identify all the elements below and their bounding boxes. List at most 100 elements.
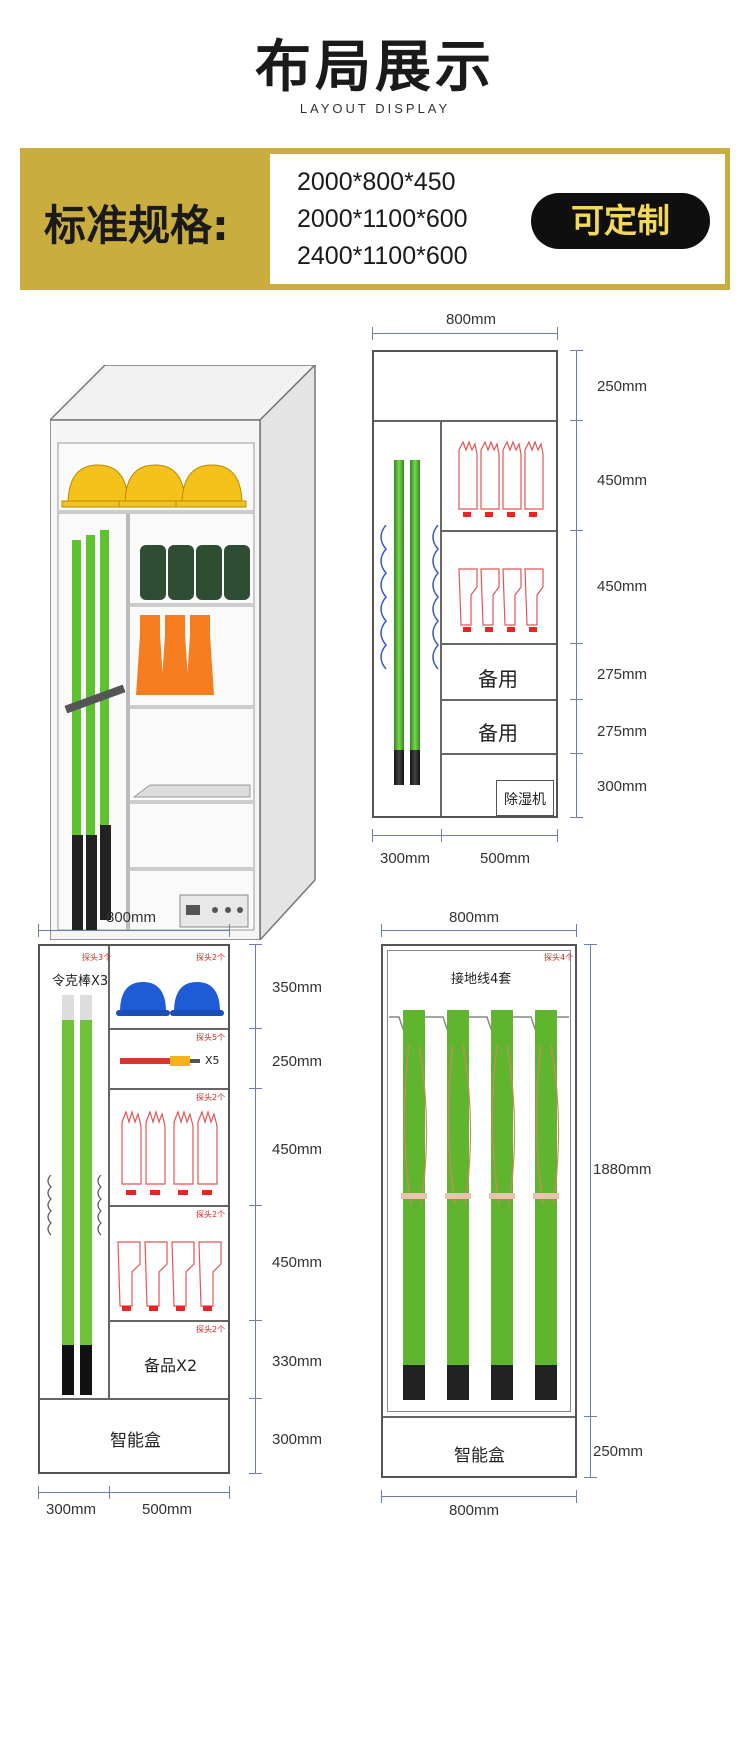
gloves-icon	[121, 1110, 218, 1195]
dimension-tick	[584, 944, 597, 945]
shelf-divider	[110, 1205, 228, 1207]
dimension-tick	[557, 327, 558, 340]
spare-cell-2: 备用	[478, 721, 518, 745]
dimension-line	[372, 333, 558, 334]
shelf-divider	[442, 699, 556, 701]
insulating-rod-handle	[62, 1345, 74, 1395]
inner-frame	[387, 950, 571, 1412]
cabinet-3d-svg	[48, 363, 317, 942]
spec-arrow	[250, 200, 270, 244]
boots-outline-icon	[458, 568, 544, 632]
rod-rack-icon	[132, 784, 251, 798]
ground-rod	[410, 460, 420, 755]
dimension-tick	[372, 327, 373, 340]
shelf-divider	[110, 1320, 228, 1322]
dimension-line	[38, 1492, 230, 1493]
height-label: 275mm	[597, 723, 648, 740]
dimension-tick	[557, 829, 558, 842]
dimension-tick	[249, 1320, 262, 1321]
dimension-tick	[249, 1473, 262, 1474]
spare-cell: 备品X2	[144, 1356, 198, 1375]
page-subtitle: LAYOUT DISPLAY	[299, 101, 451, 116]
controller-box-icon	[179, 894, 249, 928]
bottom-width-right: 500mm	[480, 850, 531, 867]
cable-coil-icon	[97, 1175, 102, 1236]
shelf-divider	[374, 420, 556, 422]
dimension-tick	[570, 420, 583, 421]
boots-icon	[140, 545, 250, 600]
rod-hook	[80, 995, 92, 1020]
insulating-rod	[80, 1020, 92, 1350]
dimension-tick	[576, 924, 577, 937]
shelf-divider	[40, 1398, 228, 1400]
probe-tag: 探头3个	[82, 953, 112, 962]
dimension-tick	[576, 1490, 577, 1503]
dimension-tick	[381, 1490, 382, 1503]
smart-box-label: 智能盒	[454, 1446, 505, 1466]
rod-label: 令克棒X3	[52, 974, 109, 989]
dimension-tick	[249, 1205, 262, 1206]
page-title: 布局展示	[255, 35, 495, 100]
height-label: 300mm	[272, 1431, 323, 1448]
dimension-tick	[372, 829, 373, 842]
shelf-divider	[442, 643, 556, 645]
dimension-tick	[570, 643, 583, 644]
electroscope-pen-icon	[120, 1056, 200, 1066]
spare-cell-1: 备用	[478, 667, 518, 691]
vertical-divider	[108, 946, 110, 1398]
spec-size-2: 2000*1100*600	[297, 205, 468, 233]
ground-rod-handle	[394, 750, 404, 785]
dimension-tick	[570, 530, 583, 531]
dehumidifier-label: 除湿机	[504, 792, 546, 808]
width-label: 800mm	[106, 909, 157, 926]
orange-gloves-icon	[136, 615, 214, 695]
bottom-width-left: 300mm	[380, 850, 431, 867]
probe-tag: 探头2个	[196, 1093, 226, 1102]
boots-outline-icon	[117, 1241, 222, 1311]
bottom-width-label: 800mm	[449, 1502, 500, 1519]
height-dimension-line	[255, 944, 256, 1474]
width-label: 800mm	[449, 909, 500, 926]
spec-size-1: 2000*800*450	[297, 168, 456, 196]
height-label: 450mm	[597, 578, 648, 595]
probe-tag: 探头2个	[196, 1210, 226, 1219]
height-label: 450mm	[272, 1141, 323, 1158]
shelf-divider	[110, 1028, 228, 1030]
ground-wire-label: 接地线4套	[451, 972, 512, 987]
insulating-rod-handle	[80, 1345, 92, 1395]
dimension-tick	[249, 1398, 262, 1399]
rod-hook	[62, 995, 74, 1020]
dimension-tick	[249, 1088, 262, 1089]
height-label: 300mm	[597, 778, 648, 795]
dimension-tick	[249, 944, 262, 945]
dimension-line	[381, 1496, 577, 1497]
dimension-tick	[381, 924, 382, 937]
dimension-tick	[441, 829, 442, 842]
spec-size-3: 2400*1100*600	[297, 242, 468, 270]
pen-count: X5	[205, 1054, 220, 1067]
cable-coil-icon	[47, 1175, 52, 1236]
dimension-tick	[584, 1416, 597, 1417]
dimension-tick	[570, 817, 583, 818]
dimension-tick	[570, 699, 583, 700]
dimension-tick	[570, 350, 583, 351]
ground-rod-handle	[410, 750, 420, 785]
height-dimension-line	[590, 944, 591, 1478]
dimension-tick	[109, 1486, 110, 1499]
probe-tag: 探头5个	[196, 1033, 226, 1042]
insulating-rod	[62, 1020, 74, 1350]
customizable-button[interactable]: 可定制	[531, 193, 710, 249]
height-label: 450mm	[272, 1254, 323, 1271]
dimension-line	[38, 930, 230, 931]
dehumidifier-box	[496, 780, 554, 816]
dimension-line	[372, 835, 558, 836]
dimension-tick	[229, 924, 230, 937]
shelf-divider	[442, 530, 556, 532]
height-label-bottom: 250mm	[593, 1443, 644, 1460]
cabinet-3d-illustration	[48, 363, 320, 942]
height-dimension-line	[576, 350, 577, 818]
height-label: 350mm	[272, 979, 323, 996]
gloves-icon	[458, 440, 544, 517]
height-label-main: 1880mm	[593, 1161, 652, 1178]
height-label: 250mm	[272, 1053, 323, 1070]
